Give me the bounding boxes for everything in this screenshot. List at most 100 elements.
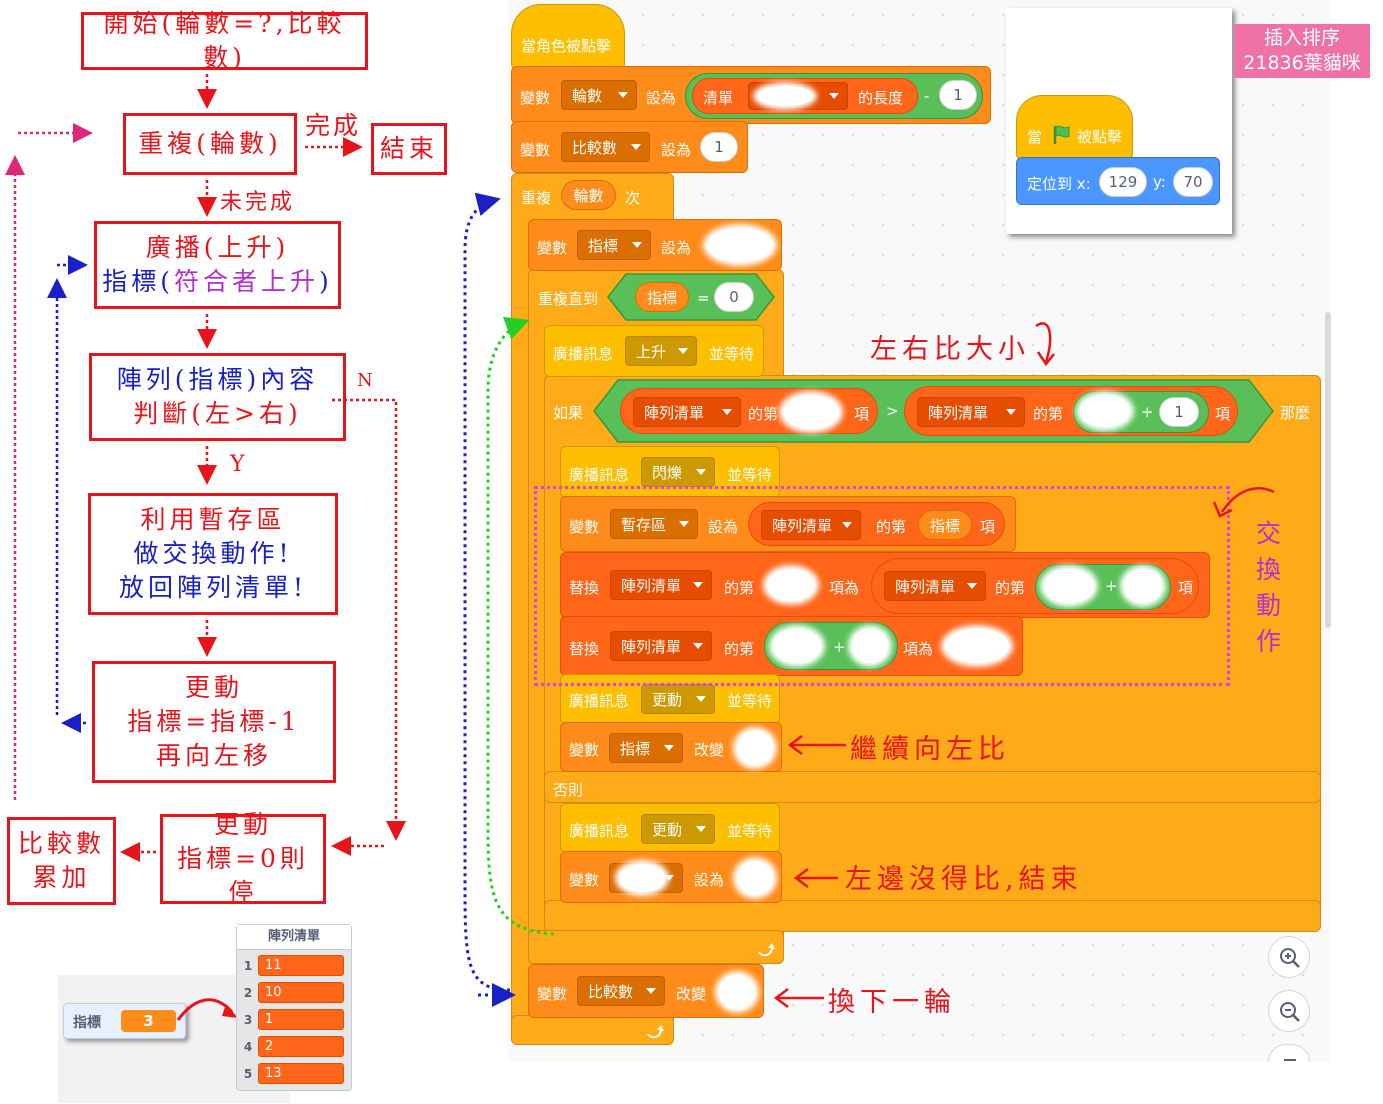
set-to-label: 設為 — [694, 871, 725, 889]
msg-update-dropdown[interactable]: 更動 — [641, 814, 715, 844]
redacted-blob — [737, 861, 773, 895]
flow-repeat-text: 重複(輪數) — [138, 129, 282, 159]
msg-update-label: 更動 — [652, 820, 683, 839]
swap-highlight-box — [534, 486, 1230, 686]
list-length-reporter[interactable]: 清單 的長度 — [692, 78, 918, 114]
list-item-value[interactable]: 11 — [258, 955, 344, 976]
then-label: 那麼 — [1280, 404, 1311, 422]
list-item-index: 3 — [243, 1013, 253, 1027]
goto-label: 定位到 x: — [1027, 175, 1091, 193]
list-item-index: 5 — [243, 1067, 253, 1081]
badge-line1: 插入排序 — [1263, 27, 1340, 49]
var-index-label: 指標 — [620, 739, 651, 758]
set-compare-block[interactable]: 變數 比較數 設為 1 — [511, 121, 748, 173]
badge-line2: 21836葉貓咪 — [1243, 52, 1361, 74]
msg-update-dropdown[interactable]: 更動 — [641, 684, 715, 714]
index-reporter[interactable]: 指標 — [918, 510, 972, 540]
hat-sprite-clicked[interactable]: 當角色被點擊 — [511, 4, 625, 70]
list-name-dropdown[interactable]: 陣列清單 — [884, 571, 986, 601]
set-var-label: 變數 — [537, 239, 568, 257]
hat-flag-clicked[interactable]: 當 被點擊 — [1016, 95, 1133, 160]
chevron-down-icon — [967, 583, 977, 589]
broadcast-update-block-1[interactable]: 廣播訊息 更動 並等待 — [560, 674, 780, 724]
change-compare-block[interactable]: 變數 比較數 改變 — [528, 964, 764, 1018]
redacted-blob — [945, 629, 1009, 663]
zoom-in-button[interactable] — [1268, 936, 1310, 978]
zoom-out-button[interactable] — [1268, 990, 1310, 1032]
goto-xy-block[interactable]: 定位到 x: 129 y: 70 — [1016, 157, 1220, 205]
var-compare-label: 比較數 — [588, 982, 634, 1001]
item-label: 項 — [1178, 579, 1194, 597]
goto-x-input[interactable]: 129 — [1099, 167, 1147, 197]
annotation-swap-3: 動 — [1256, 591, 1287, 620]
repeat-until-bottom — [528, 930, 784, 964]
broadcast-rise-block[interactable]: 廣播訊息 上升 並等待 — [544, 325, 764, 377]
replace-label: 替換 — [569, 640, 600, 658]
change-index-block[interactable]: 變數 指標 改變 — [560, 722, 782, 772]
list-name-label: 陣列清單 — [928, 403, 989, 422]
var-rounds-dropdown[interactable]: 輪數 — [561, 80, 637, 110]
item-of-list-right[interactable]: 陣列清單 的第 + 1 項 — [904, 386, 1238, 436]
if-else-bottom — [544, 900, 1321, 932]
flow-update-stop-line2: 指標=0則停 — [177, 844, 309, 907]
replace-item-block-2[interactable]: 替換 陣列清單 的第 + 項為 — [560, 616, 1023, 676]
set-rounds-block[interactable]: 變數 輪數 設為 清單 的長度 - 1 — [511, 66, 991, 124]
chevron-down-icon — [693, 582, 703, 588]
item-label: 項 — [854, 405, 870, 423]
item-of-label: 的第 — [1033, 405, 1064, 423]
goto-y-input[interactable]: 70 — [1173, 167, 1213, 197]
redacted-blob — [773, 629, 821, 663]
set-temp-block[interactable]: 變數 暫存區 設為 陣列清單 的第 指標 項 — [560, 496, 1016, 552]
broadcast-label: 廣播訊息 — [553, 345, 614, 363]
repeat-count-reporter[interactable]: 輪數 — [561, 180, 616, 210]
set-redacted-block[interactable]: 變數 設為 — [560, 851, 782, 903]
plus-one-input[interactable]: 1 — [1159, 397, 1199, 427]
annotation-swap-1: 交 — [1256, 519, 1287, 548]
item-of-list-temp[interactable]: 陣列清單 的第 指標 項 — [748, 502, 1005, 546]
pointer-arrow — [176, 998, 238, 1021]
var-index-dropdown[interactable]: 指標 — [609, 733, 683, 763]
condition-index-reporter[interactable]: 指標 — [635, 282, 689, 312]
redacted-blob — [737, 731, 773, 765]
item-of-label: 的第 — [876, 518, 907, 536]
item-of-label: 的第 — [995, 579, 1026, 597]
list-item-value[interactable]: 13 — [258, 1063, 344, 1084]
msg-flash-dropdown[interactable]: 閃爍 — [641, 457, 715, 487]
scrollbar[interactable] — [1325, 312, 1331, 628]
var-temp-dropdown[interactable]: 暫存區 — [610, 509, 698, 539]
list-item-value[interactable]: 2 — [258, 1036, 344, 1057]
list-name-dropdown[interactable]: 陣列清單 — [610, 570, 712, 600]
zoom-in-icon — [1280, 948, 1300, 968]
set-index-block[interactable]: 變數 指標 設為 — [528, 219, 782, 271]
list-item-value[interactable]: 10 — [258, 982, 344, 1003]
and-wait-label: 並等待 — [727, 692, 773, 710]
broadcast-update-block-2[interactable]: 廣播訊息 更動 並等待 — [560, 803, 780, 853]
var-index-label: 指標 — [588, 236, 619, 255]
list-item-value[interactable]: 1 — [258, 1009, 344, 1030]
repeat-label: 重複 — [521, 189, 552, 207]
flow-no-label: N — [357, 370, 376, 391]
list-name-dropdown[interactable]: 陣列清單 — [633, 397, 741, 427]
var-index-dropdown[interactable]: 指標 — [577, 230, 651, 260]
var-compare-dropdown[interactable]: 比較數 — [577, 976, 665, 1006]
equals-icon — [1284, 1059, 1296, 1061]
chevron-down-icon — [696, 469, 706, 475]
set-to-label: 設為 — [708, 518, 739, 536]
redacted-blob — [1080, 395, 1130, 427]
chevron-down-icon — [664, 875, 674, 881]
flow-broadcast-line1: 廣播(上升) — [145, 233, 290, 263]
msg-rise-dropdown[interactable]: 上升 — [625, 336, 697, 366]
list-name-dropdown[interactable]: 陣列清單 — [761, 510, 861, 540]
condition-zero-input[interactable]: 0 — [714, 282, 754, 312]
minus-value-input[interactable]: 1 — [939, 80, 977, 110]
set-compare-value-input[interactable]: 1 — [700, 132, 738, 162]
redacted-blob — [757, 86, 813, 106]
item-of-list-replace[interactable]: 陣列清單 的第 + 項 — [871, 558, 1199, 614]
item-of-list-left[interactable]: 陣列清單 的第 項 — [620, 388, 878, 434]
replace-item-block-1[interactable]: 替換 陣列清單 的第 項為 陣列清單 的第 + 項 — [560, 552, 1210, 618]
var-compare-dropdown[interactable]: 比較數 — [561, 132, 650, 162]
list-name-dropdown[interactable]: 陣列清單 — [917, 397, 1025, 427]
broadcast-flash-block[interactable]: 廣播訊息 閃爍 並等待 — [560, 446, 780, 498]
list-name-dropdown[interactable]: 陣列清單 — [610, 631, 712, 661]
flow-compare-line2: 判斷(左>右) — [133, 399, 302, 428]
